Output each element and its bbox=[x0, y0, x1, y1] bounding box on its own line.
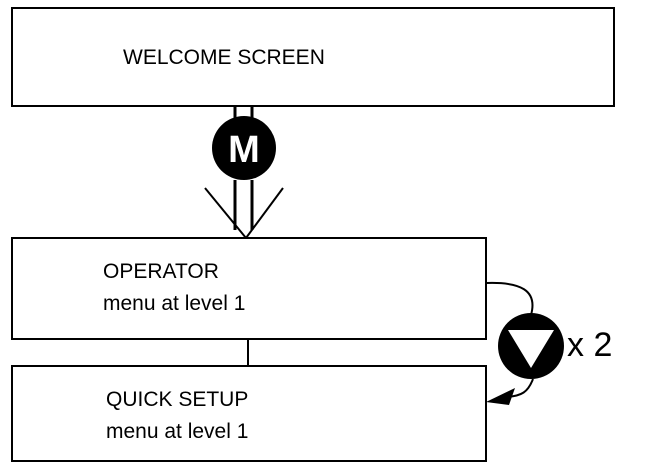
welcome-screen-label: WELCOME SCREEN bbox=[123, 46, 325, 69]
quick-setup-menu-subtitle: menu at level 1 bbox=[106, 420, 249, 443]
menu-key-to-operator-arrow bbox=[204, 180, 284, 239]
down-arrow-key-icon bbox=[498, 313, 564, 379]
down-key-transition-curve bbox=[486, 281, 534, 405]
down-key-repeat-label: x 2 bbox=[567, 326, 613, 364]
down-key-transition-arrowhead bbox=[486, 388, 515, 405]
quick-setup-menu-box: QUICK SETUP menu at level 1 bbox=[11, 365, 487, 462]
menu-key-label: M bbox=[228, 129, 260, 171]
quick-setup-menu-title: QUICK SETUP bbox=[106, 388, 249, 411]
operator-menu-title: OPERATOR bbox=[103, 260, 219, 283]
operator-menu-box: OPERATOR menu at level 1 bbox=[11, 237, 487, 340]
menu-key-icon: M bbox=[212, 116, 276, 180]
welcome-screen-box: WELCOME SCREEN bbox=[11, 7, 615, 107]
operator-menu-subtitle: menu at level 1 bbox=[103, 292, 246, 315]
